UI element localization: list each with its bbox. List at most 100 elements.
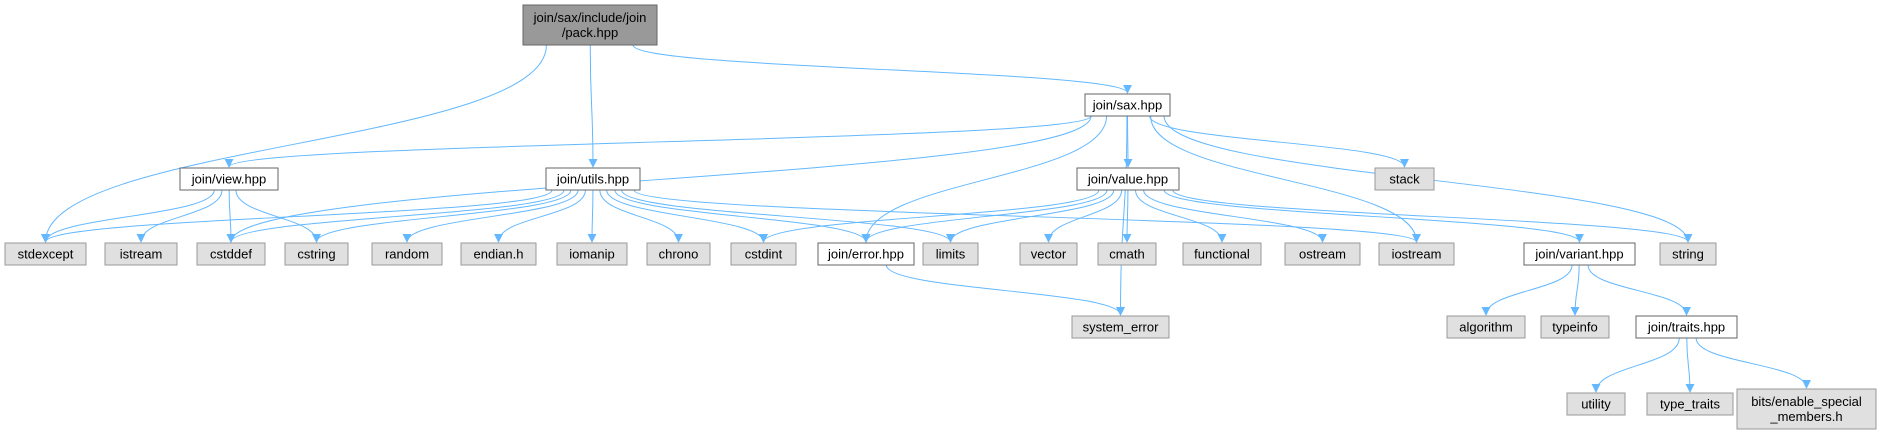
node-traits[interactable]: join/traits.hpp (1635, 315, 1738, 339)
node-label-iostream: iostream (1392, 247, 1442, 262)
edge-value-to-variant (1163, 189, 1584, 243)
node-view[interactable]: join/view.hpp (179, 167, 279, 191)
edge-traits-to-type_traits (1685, 337, 1695, 393)
edge-value-to-error (861, 189, 1108, 243)
node-box-iomanip (556, 242, 628, 266)
node-label-cstdint: cstdint (745, 247, 783, 262)
node-box-cstring (284, 242, 349, 266)
node-label-error: join/error.hpp (827, 247, 904, 262)
node-system_error: system_error (1071, 315, 1170, 339)
node-box-enable_special (1736, 388, 1877, 430)
node-pack[interactable]: join/sax/include/join/pack.hpp (522, 4, 658, 46)
node-label-enable_special-line-2: _members.h (1769, 409, 1842, 424)
edge-view-to-stdexcept (41, 189, 215, 243)
node-label-utils: join/utils.hpp (556, 172, 629, 187)
node-cstddef: cstddef (196, 242, 266, 266)
edge-variant-to-traits (1587, 264, 1691, 316)
node-label-type_traits: type_traits (1660, 397, 1720, 412)
node-box-ostream (1284, 242, 1361, 266)
node-box-error (817, 242, 915, 266)
node-ostream: ostream (1284, 242, 1361, 266)
edge-sax-to-view (224, 115, 1092, 168)
node-box-functional (1182, 242, 1262, 266)
node-label-typeinfo: typeinfo (1552, 320, 1598, 335)
node-box-random (371, 242, 443, 266)
edge-variant-to-algorithm (1481, 264, 1573, 316)
node-sax[interactable]: join/sax.hpp (1084, 93, 1171, 117)
node-box-algorithm (1446, 315, 1526, 339)
node-iostream: iostream (1378, 242, 1455, 266)
node-vector: vector (1019, 242, 1078, 266)
edge-error-to-system_error (885, 264, 1125, 316)
node-box-cstddef (196, 242, 266, 266)
node-error[interactable]: join/error.hpp (817, 242, 915, 266)
node-label-value: join/value.hpp (1087, 172, 1168, 187)
node-label-vector: vector (1031, 247, 1067, 262)
node-label-ostream: ostream (1299, 247, 1346, 262)
node-value[interactable]: join/value.hpp (1076, 167, 1180, 191)
edge-view-to-istream (136, 189, 223, 243)
edge-sax-to-error (861, 115, 1108, 243)
node-box-string (1659, 242, 1717, 266)
node-box-value (1076, 167, 1180, 191)
edge-pack-to-stdexcept (41, 44, 547, 243)
node-box-chrono (646, 242, 711, 266)
node-functional: functional (1182, 242, 1262, 266)
edge-value-to-string (1172, 189, 1693, 243)
node-box-utility (1566, 392, 1626, 416)
edge-traits-to-enable_special (1695, 337, 1811, 389)
node-istream: istream (104, 242, 178, 266)
node-label-string: string (1672, 247, 1704, 262)
node-box-view (179, 167, 279, 191)
node-box-pack (522, 4, 658, 46)
edge-variant-to-typeinfo (1570, 264, 1580, 316)
node-box-cmath (1097, 242, 1157, 266)
header-nodes: join/sax/include/join/pack.hpp join/sax.h… (4, 4, 1877, 430)
node-cstring: cstring (284, 242, 349, 266)
edge-pack-to-sax (632, 44, 1132, 94)
node-stack: stack (1374, 167, 1435, 191)
node-utils[interactable]: join/utils.hpp (545, 167, 641, 191)
node-endian: endian.h (460, 242, 537, 266)
node-label-cstddef: cstddef (210, 247, 252, 262)
node-box-traits (1635, 315, 1738, 339)
node-box-iostream (1378, 242, 1455, 266)
node-box-stack (1374, 167, 1435, 191)
node-box-limits (922, 242, 979, 266)
node-label-pack-line-1: join/sax/include/join (533, 10, 647, 25)
edge-pack-to-utils (588, 44, 598, 168)
node-box-istream (104, 242, 178, 266)
edge-value-to-cstdint (759, 189, 1100, 243)
node-string: string (1659, 242, 1717, 266)
edge-sax-to-stack (1149, 115, 1409, 168)
node-box-stdexcept (4, 242, 87, 266)
node-label-system_error: system_error (1083, 320, 1160, 335)
edge-value-to-ostream (1143, 189, 1327, 243)
node-box-sax (1084, 93, 1171, 117)
node-limits: limits (922, 242, 979, 266)
edge-value-to-vector (1044, 189, 1123, 243)
edge-utils-to-cstddef (226, 189, 565, 243)
edge-traits-to-utility (1591, 337, 1680, 393)
node-label-view: join/view.hpp (191, 172, 266, 187)
node-box-vector (1019, 242, 1078, 266)
node-label-chrono: chrono (659, 247, 699, 262)
dependency-edges (41, 44, 1811, 393)
edge-utils-to-random (402, 189, 579, 243)
node-utility: utility (1566, 392, 1626, 416)
node-label-sax: join/sax.hpp (1092, 98, 1162, 113)
node-box-cstdint (730, 242, 797, 266)
edge-utils-to-cstdint (606, 189, 768, 243)
node-variant[interactable]: join/variant.hpp (1523, 242, 1636, 266)
node-chrono: chrono (646, 242, 711, 266)
node-random: random (371, 242, 443, 266)
node-box-endian (460, 242, 537, 266)
node-iomanip: iomanip (556, 242, 628, 266)
edge-utils-to-iomanip (587, 189, 597, 243)
edge-utils-to-error (614, 189, 871, 243)
node-label-limits: limits (936, 247, 966, 262)
node-label-stdexcept: stdexcept (18, 247, 74, 262)
node-label-cstring: cstring (297, 247, 335, 262)
edge-view-to-cstddef (226, 189, 236, 243)
